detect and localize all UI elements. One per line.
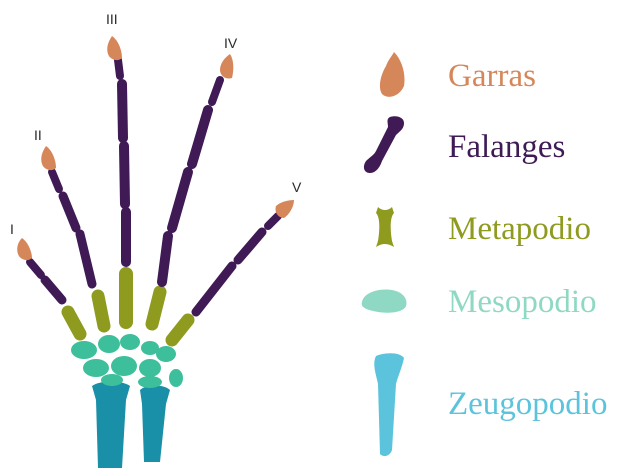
phalanx-iv: [162, 236, 168, 282]
claw-icon: [350, 46, 420, 106]
legend-item-zeugopodio: Zeugopodio: [350, 350, 635, 460]
claw-iii: [107, 36, 122, 60]
carpal-bone: [71, 341, 97, 359]
forearm-bone-icon: [350, 350, 420, 460]
digit-label-iv: IV: [224, 35, 238, 51]
carpal-bone: [156, 346, 176, 362]
carpal-bone: [111, 356, 137, 376]
legend-item-mesopodio: Mesopodio: [350, 272, 635, 332]
phalanx-v: [196, 266, 232, 312]
phalanx-i: [30, 262, 41, 275]
metapodio-bones: [68, 274, 188, 340]
carpal-bone: [83, 359, 109, 377]
legend-label-mesopodio: Mesopodio: [448, 282, 597, 322]
phalanx-iii: [124, 146, 125, 204]
digit-label-iii: III: [106, 11, 118, 27]
falanges-bones: [30, 60, 278, 312]
claw-i: [17, 238, 32, 260]
phalanx-i: [45, 280, 62, 300]
legend-label-garras: Garras: [448, 56, 536, 96]
phalanx-iv: [212, 80, 220, 102]
phalanx-v: [268, 216, 278, 226]
phalanx-ii: [52, 172, 59, 189]
claw-v: [275, 200, 294, 218]
legend-item-metapodio: Metapodio: [350, 199, 635, 259]
carpal-bone: [101, 374, 123, 386]
garras-claws: [17, 36, 294, 260]
radius-bone: [92, 382, 130, 468]
phalanx-iii: [122, 84, 123, 138]
phalanx-v: [238, 232, 262, 260]
phalanx-iv: [192, 110, 208, 164]
digit-label-ii: II: [34, 127, 42, 143]
metapodial-bone-icon: [350, 199, 420, 259]
carpal-bone: [98, 335, 120, 353]
digit-label-v: V: [292, 179, 302, 195]
phalanx-ii: [80, 234, 92, 284]
ulna-bone: [140, 386, 170, 463]
legend-label-falanges: Falanges: [448, 127, 565, 167]
carpal-bone-icon: [350, 272, 420, 332]
carpal-bone: [138, 376, 162, 388]
digit-label-i: I: [10, 221, 14, 237]
metacarpal-v: [172, 320, 188, 340]
phalanx-ii: [63, 196, 76, 228]
metacarpal-i: [68, 312, 80, 334]
carpal-bone: [139, 359, 161, 377]
metacarpal-iv: [152, 292, 160, 324]
phalanx-iii: [118, 60, 120, 76]
legend-label-metapodio: Metapodio: [448, 209, 591, 249]
claw-iv: [220, 54, 233, 79]
legend: Garras Falanges Metapodio Mesopodio Zeug…: [350, 0, 635, 468]
legend-label-zeugopodio: Zeugopodio: [448, 384, 607, 424]
legend-item-falanges: Falanges: [350, 115, 635, 175]
claw-ii: [41, 146, 56, 170]
hand-skeleton-diagram: I II III IV V: [0, 0, 340, 468]
metacarpal-ii: [98, 296, 104, 326]
legend-item-garras: Garras: [350, 46, 635, 106]
phalanx-iv: [172, 172, 188, 228]
carpal-bone: [169, 369, 183, 387]
carpal-bone: [120, 334, 140, 350]
zeugopodio-bones: [92, 382, 170, 468]
phalanx-bone-icon: [350, 115, 420, 175]
